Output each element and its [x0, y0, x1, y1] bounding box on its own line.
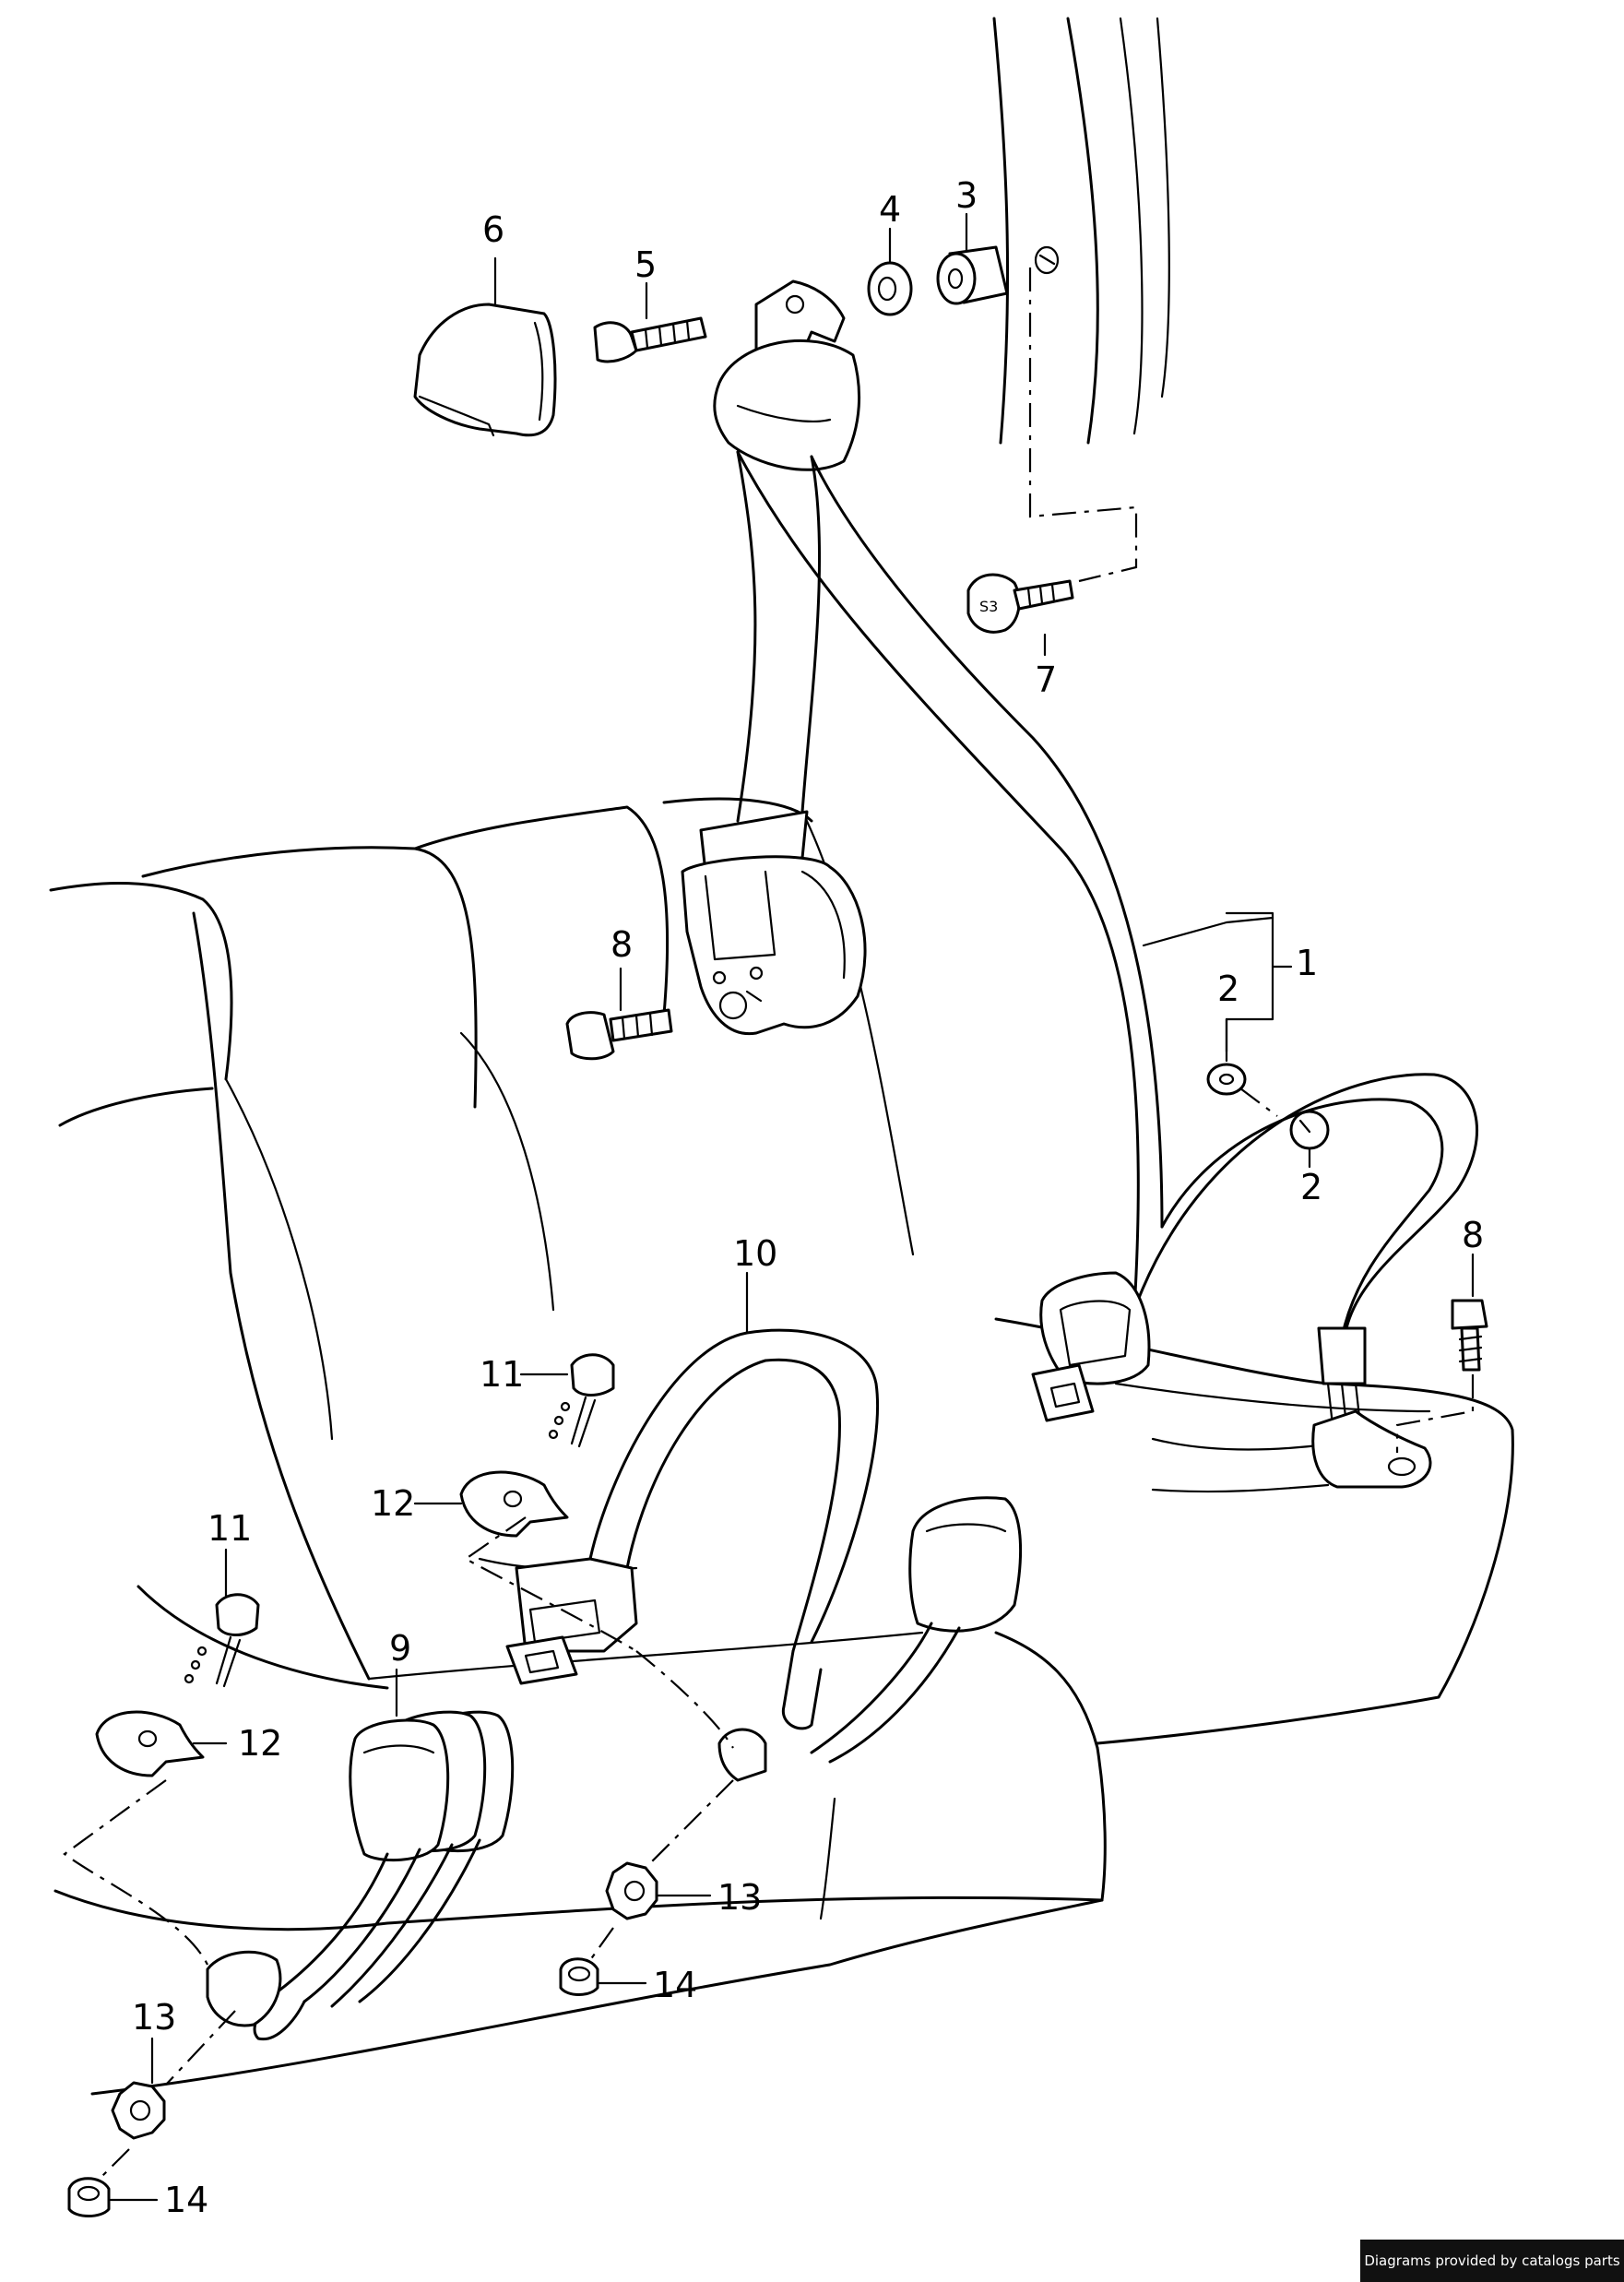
upper-anchor-guide [713, 279, 861, 471]
cap-part-2-lower [1289, 1110, 1330, 1150]
assembly-lines-upper [1028, 267, 1138, 583]
lap-belt-end-fitting [1132, 1073, 1478, 1489]
anchor-plate-part-12-lower [95, 1710, 205, 1777]
bolt-part-11-lower [184, 1593, 260, 1688]
callout-10: 10 [733, 1233, 777, 1274]
buckle-assembly-part-9 [206, 1710, 515, 2041]
callout-6: 6 [482, 209, 504, 250]
special-bolt-part-7: S3 [966, 573, 1074, 634]
center-buckle [810, 1496, 1023, 1764]
cap-part-14-center [559, 1957, 599, 1996]
callout-8-floor: 8 [1462, 1215, 1484, 1255]
center-lap-belt-part-10 [505, 1328, 880, 1782]
inertia-retractor [681, 810, 867, 1036]
rear-seat-outline [49, 797, 1514, 2096]
callout-9: 9 [389, 1628, 411, 1669]
bolt-part-8-floor [1451, 1299, 1488, 1372]
callout-2-lower: 2 [1300, 1167, 1322, 1207]
shoulder-belt-webbing [736, 450, 1164, 1312]
cap-part-14-left [67, 2177, 111, 2217]
b-pillar-outline [992, 17, 1170, 445]
credit-text: Diagrams provided by catalogs parts [1364, 2252, 1620, 2269]
callout-7: 7 [1035, 660, 1057, 700]
threaded-insert [1034, 245, 1060, 275]
callout-labels: 1 2 2 3 4 5 6 7 8 8 9 10 11 11 12 12 13 … [132, 175, 1484, 2220]
callout-5: 5 [634, 244, 657, 285]
callout-1: 1 [1296, 943, 1318, 983]
anchor-bolt-part-5 [593, 316, 707, 363]
leader-lines [109, 212, 1475, 2202]
nut-part-13-left [111, 2081, 166, 2140]
callout-11-upper: 11 [480, 1354, 524, 1395]
assembly-lines-lower [63, 1516, 734, 2178]
callout-13-left: 13 [132, 1997, 176, 2038]
svg-text:S3: S3 [979, 598, 998, 615]
callout-14-center: 14 [653, 1965, 697, 2005]
credit-footer: Diagrams provided by catalogs parts [1360, 2240, 1624, 2282]
assembly-line-cap [1239, 1088, 1278, 1117]
spacer-sleeve-part-3 [936, 245, 1009, 305]
callout-14-left: 14 [164, 2180, 208, 2220]
callout-2-upper: 2 [1217, 969, 1239, 1009]
bolt-part-11-upper [548, 1353, 615, 1448]
callout-8-retractor: 8 [610, 924, 633, 965]
nut-part-13-center [605, 1861, 658, 1920]
washer-part-4 [867, 261, 913, 316]
callout-11-lower: 11 [207, 1508, 252, 1549]
callout-12-upper: 12 [371, 1483, 415, 1524]
callout-12-lower: 12 [238, 1723, 282, 1764]
trim-cover-part-6 [413, 303, 557, 437]
callout-4: 4 [879, 189, 901, 230]
cap-part-2-upper [1206, 1063, 1247, 1096]
callout-13-center: 13 [717, 1877, 762, 1918]
anchor-plate-part-12-upper [459, 1470, 569, 1538]
callout-3: 3 [955, 175, 978, 216]
bolt-part-8-retractor [565, 1008, 673, 1061]
latch-plate-shoulder [1031, 1271, 1151, 1422]
